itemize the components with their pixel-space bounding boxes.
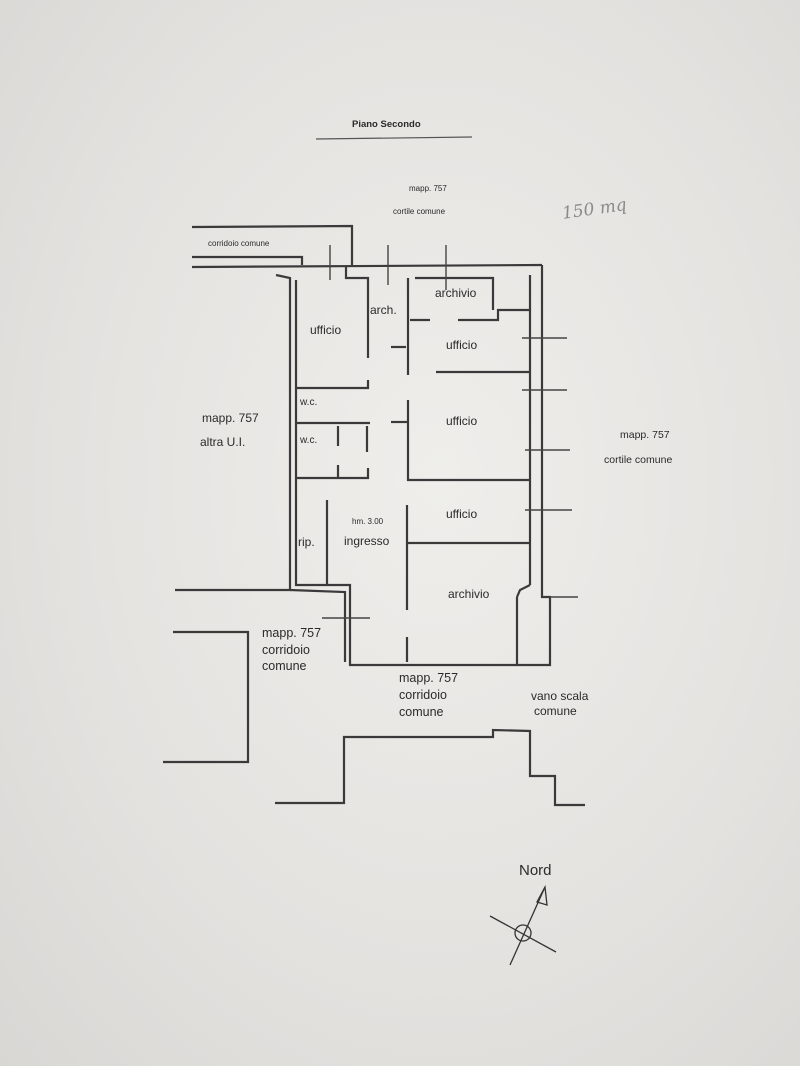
right-cortile-label: cortile comune [604, 454, 672, 466]
bottom-center-comune-label: comune [399, 705, 444, 719]
room-label-ufficio-2: ufficio [446, 338, 477, 352]
north-arrow-icon [489, 884, 557, 966]
window-marks [322, 245, 578, 619]
bottom-left-corridor-walls [163, 630, 250, 764]
top-cortile-label: cortile comune [393, 207, 446, 216]
corridor-top-left [191, 224, 543, 269]
room-label-rip: rip. [298, 535, 315, 549]
left-altra-ui-label: altra U.I. [200, 435, 245, 449]
top-left-corridor-label: corridoio comune [208, 239, 270, 248]
ceiling-height-label: hm. 3.00 [352, 517, 384, 526]
room-label-ingresso: ingresso [344, 534, 390, 548]
plan-title: Piano Secondo [352, 119, 421, 130]
bottom-left-mapp-label: mapp. 757 [262, 626, 321, 640]
room-label-ufficio-3: ufficio [446, 414, 477, 428]
bottom-center-mapp-label: mapp. 757 [399, 671, 458, 685]
room-label-arch: arch. [370, 303, 397, 317]
room-label-ufficio-1: ufficio [310, 323, 341, 337]
exterior-walls [175, 265, 552, 667]
title-underline [315, 136, 473, 140]
bottom-center-corridoio-label: corridoio [399, 688, 447, 702]
bottom-building-outline [275, 728, 585, 807]
top-mapp-label: mapp. 757 [409, 184, 447, 193]
bottom-left-corridoio-label: corridoio [262, 643, 310, 657]
stairwell-label-1: vano scala [531, 689, 589, 703]
stairwell-label-2: comune [534, 704, 577, 718]
room-label-wc-1: w.c. [299, 397, 317, 408]
room-label-archivio-1: archivio [435, 286, 477, 300]
room-label-archivio-2: archivio [448, 587, 490, 601]
room-label-wc-2: w.c. [299, 435, 317, 446]
room-label-ufficio-4: ufficio [446, 507, 477, 521]
interior-walls [296, 267, 530, 662]
north-label: Nord [519, 862, 552, 879]
left-mapp-label: mapp. 757 [202, 411, 259, 425]
handwritten-area-note: 150 mq [561, 195, 628, 224]
bottom-left-comune-label: comune [262, 659, 307, 673]
right-mapp-label: mapp. 757 [620, 429, 670, 441]
